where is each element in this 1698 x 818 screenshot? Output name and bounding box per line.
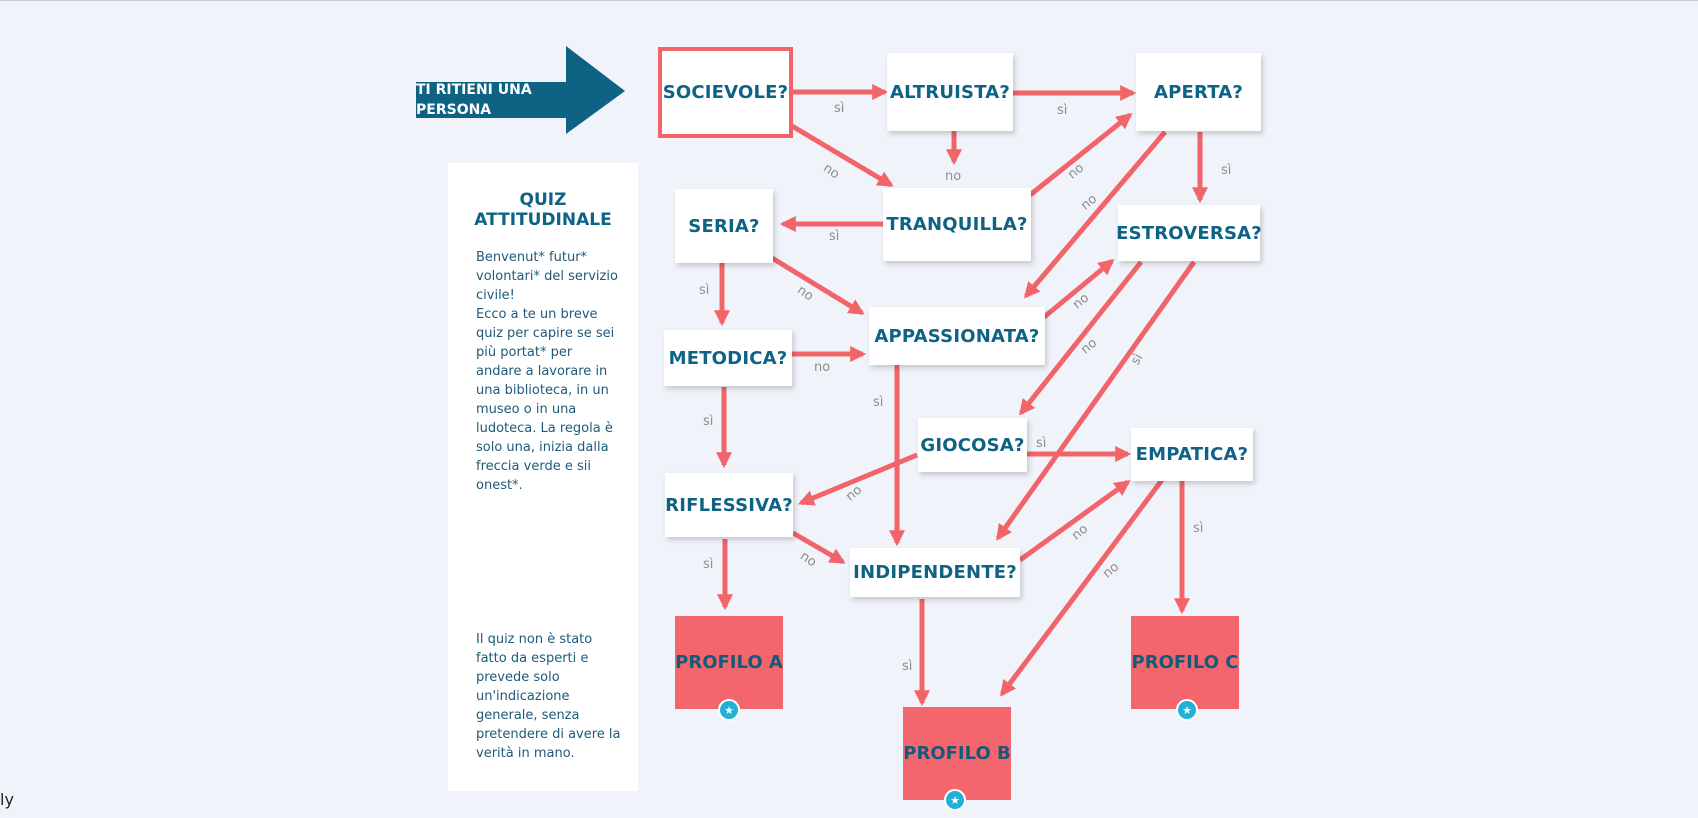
edge-label-yes: sì bbox=[699, 283, 710, 298]
quiz-info-panel: QUIZ ATTITUDINALE Benvenut* futur* volon… bbox=[448, 163, 638, 791]
question-empatica[interactable]: EMPATICA? bbox=[1131, 428, 1253, 481]
edge-label-yes: sì bbox=[873, 395, 884, 410]
question-indipendente[interactable]: INDIPENDENTE? bbox=[850, 548, 1020, 597]
question-estroversa[interactable]: ESTROVERSA? bbox=[1116, 205, 1262, 261]
question-socievole[interactable]: SOCIEVOLE? bbox=[658, 47, 793, 138]
edge-appassionata-estroversa bbox=[1041, 258, 1115, 320]
edge-label-yes: sì bbox=[1036, 436, 1047, 451]
question-seria[interactable]: SERIA? bbox=[675, 189, 773, 263]
profile-c[interactable]: PROFILO C bbox=[1131, 616, 1239, 709]
edge-label-yes: sì bbox=[703, 557, 714, 572]
corner-text-fragment: ly bbox=[0, 790, 14, 809]
profile-b[interactable]: PROFILO B bbox=[903, 707, 1011, 800]
top-border bbox=[0, 0, 1698, 1]
star-icon[interactable]: ★ bbox=[1176, 699, 1198, 721]
edge-label-no: no bbox=[814, 360, 831, 375]
question-giocosa[interactable]: GIOCOSA? bbox=[918, 418, 1027, 472]
edge-giocosa-riflessiva bbox=[798, 452, 918, 506]
question-appassionata[interactable]: APPASSIONATA? bbox=[869, 307, 1045, 365]
edge-seria-appassionata bbox=[770, 255, 865, 316]
edge-label-yes: sì bbox=[1221, 163, 1232, 178]
edge-empatica-profilob bbox=[999, 478, 1165, 697]
edge-indipendente-empatica bbox=[1018, 479, 1131, 563]
quiz-intro-text: Benvenut* futur* volontari* del servizio… bbox=[476, 250, 618, 493]
star-icon[interactable]: ★ bbox=[718, 699, 740, 721]
quiz-disclaimer-text: Il quiz non è stato fatto da esperti e p… bbox=[476, 632, 621, 761]
edge-label-yes: sì bbox=[703, 414, 714, 429]
start-arrow-label: TI RITIENI UNA PERSONA bbox=[416, 82, 532, 118]
edge-label-no: no bbox=[945, 169, 962, 184]
edge-label-yes: sì bbox=[1057, 103, 1068, 118]
question-metodica[interactable]: METODICA? bbox=[664, 330, 792, 386]
star-icon[interactable]: ★ bbox=[944, 789, 966, 811]
edge-socievole-tranquilla bbox=[790, 123, 894, 188]
edge-label-yes: sì bbox=[1193, 521, 1204, 536]
question-altruista[interactable]: ALTRUISTA? bbox=[887, 53, 1013, 131]
edge-riflessiva-indipendente bbox=[791, 530, 846, 565]
question-tranquilla[interactable]: TRANQUILLA? bbox=[883, 188, 1031, 261]
question-riflessiva[interactable]: RIFLESSIVA? bbox=[665, 473, 793, 537]
question-aperta[interactable]: APERTA? bbox=[1136, 53, 1261, 131]
edge-aperta-appassionata bbox=[1023, 130, 1167, 299]
profile-a[interactable]: PROFILO A bbox=[675, 616, 783, 709]
start-arrow-shape bbox=[416, 46, 625, 134]
edge-label-yes: sì bbox=[902, 659, 913, 674]
edge-label-yes: sì bbox=[829, 229, 840, 244]
edge-estroversa-giocosa bbox=[1019, 260, 1143, 416]
edge-label-yes: sì bbox=[834, 101, 845, 116]
edge-tranquilla-aperta bbox=[1028, 113, 1133, 197]
edge-estroversa-indipendente bbox=[995, 260, 1197, 541]
quiz-title: QUIZ ATTITUDINALE bbox=[474, 190, 612, 230]
